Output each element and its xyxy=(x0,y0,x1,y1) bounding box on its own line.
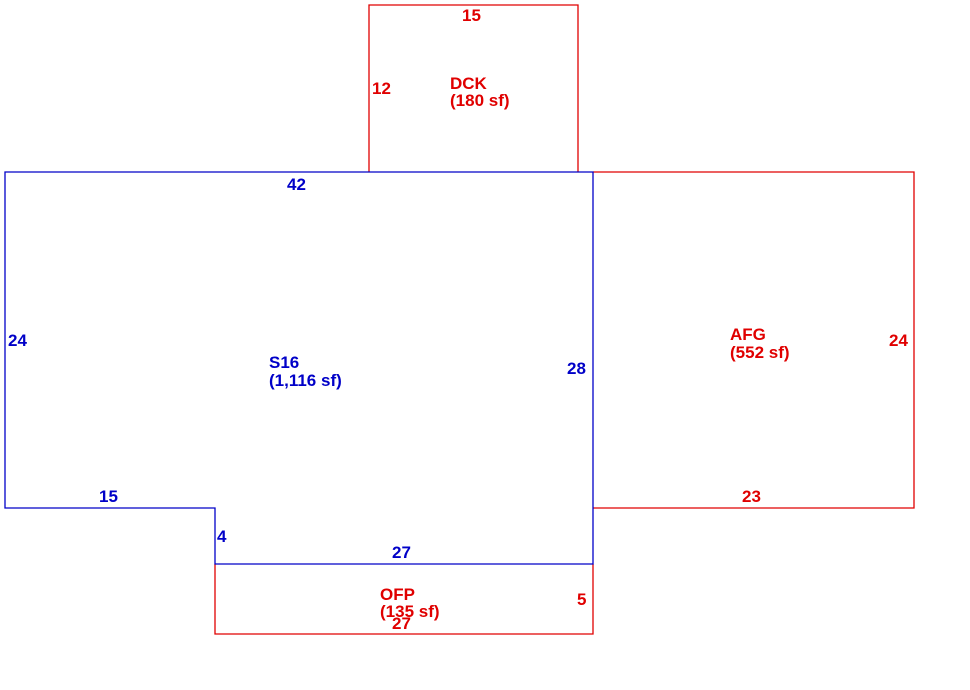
s16-outline xyxy=(4,171,594,565)
s16-dim-top: 42 xyxy=(287,175,306,194)
dck-area: (180 sf) xyxy=(450,91,510,110)
dck-dim-top: 15 xyxy=(462,6,481,25)
ofp-dim-bottom: 27 xyxy=(392,614,411,633)
afg-outline xyxy=(593,171,915,509)
afg-area: (552 sf) xyxy=(730,343,790,362)
afg-code: AFG xyxy=(730,325,766,344)
dck-code: DCK xyxy=(450,74,488,93)
ofp-outline xyxy=(214,564,594,635)
s16-area: (1,116 sf) xyxy=(269,371,342,390)
dck-outline xyxy=(368,4,579,172)
s16-code: S16 xyxy=(269,353,299,372)
ofp-dim-right: 5 xyxy=(577,590,586,609)
ofp-code: OFP xyxy=(380,585,415,604)
s16-dim-right: 28 xyxy=(567,359,586,378)
s16-dim-step-bottom: 15 xyxy=(99,487,118,506)
afg-dim-bottom: 23 xyxy=(742,487,761,506)
s16-dim-step-side: 4 xyxy=(217,527,227,546)
ofp-area: (135 sf) xyxy=(380,602,440,621)
s16-dim-left: 24 xyxy=(8,331,27,350)
s16-dim-bottom: 27 xyxy=(392,543,411,562)
afg-dim-right: 24 xyxy=(889,331,908,350)
dck-dim-left: 12 xyxy=(372,79,391,98)
